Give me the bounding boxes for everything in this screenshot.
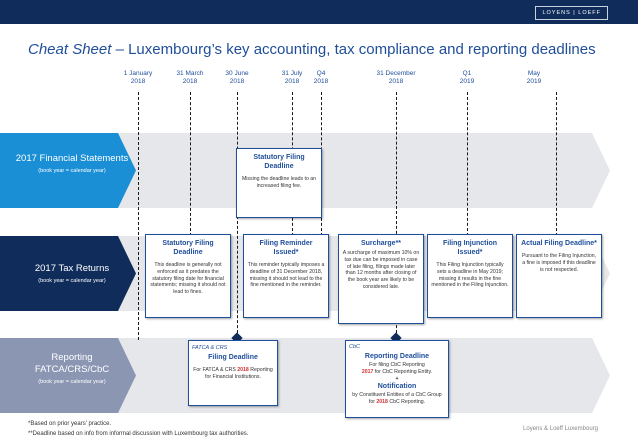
row-subtitle: (book year = calendar year): [38, 168, 106, 174]
card-body: Missing the deadline leads to an increas…: [241, 176, 317, 189]
footnote-tax-authorities: **Deadline based on info from informal d…: [28, 431, 249, 437]
card-body-text: For FATCA & CRS: [193, 367, 238, 373]
page-title-rest: – Luxembourg’s key accounting, tax compl…: [111, 41, 596, 58]
date-line1: May: [527, 70, 541, 77]
footer-company: Loyens & Loeff Luxembourg: [523, 426, 598, 432]
top-bar: LOYENS | LOEFF: [0, 0, 638, 24]
card-tax-filing-reminder: Filing Reminder Issued* This reminder ty…: [243, 234, 329, 318]
row-reporting: Reporting FATCA/CRS/CbC (book year = cal…: [0, 338, 610, 413]
row-title: 2017 Financial Statements: [15, 153, 129, 164]
card-body: For FATCA & CRS 2018 Reporting for Finan…: [192, 367, 274, 381]
page-title: Cheat Sheet – Luxembourg’s key accountin…: [28, 41, 596, 58]
row-label: Reporting FATCA/CRS/CbC (book year = cal…: [12, 352, 132, 385]
timeline-line: [556, 92, 557, 236]
page-title-italic: Cheat Sheet: [28, 41, 112, 58]
date-line2: 2018: [388, 78, 404, 85]
date-line1: 31 December: [376, 70, 416, 77]
date-line2: 2018: [229, 78, 245, 85]
card-body: This Filing Injunction typically sets a …: [431, 262, 509, 289]
card-title-2: Notification: [377, 383, 417, 391]
footnote-practice: *Based on prior years' practice.: [28, 421, 112, 427]
company-logo: LOYENS | LOEFF: [535, 6, 608, 20]
card-plus: +: [395, 375, 399, 382]
card-body-year: 2017: [361, 368, 374, 375]
card-tax-filing-injunction: Filing Injunction Issued* This Filing In…: [427, 234, 513, 318]
row-label: 2017 Financial Statements (book year = c…: [12, 153, 132, 174]
card-title: Filing Deadline: [208, 354, 258, 361]
card-title: Reporting Deadline: [364, 353, 430, 360]
card-tag: CbC: [349, 344, 361, 350]
date-line2: 2018: [284, 78, 300, 85]
card-body-text: by Constituent Entities of a CbC Group f…: [352, 392, 442, 406]
date-line1: Q4: [316, 70, 326, 77]
date-line2: 2018: [313, 78, 329, 85]
card-body: For filing CbC Reporting 2017 for CbC Re…: [349, 362, 445, 382]
card-body-year: 2018: [237, 367, 249, 373]
date-line1: Q1: [462, 70, 472, 77]
timeline-line: [396, 92, 397, 338]
card-body-year: 2018: [376, 399, 388, 406]
card-title: Actual Filing Deadline*: [521, 240, 597, 247]
card-body: by Constituent Entities of a CbC Group f…: [349, 392, 445, 406]
card-title: Surcharge**: [360, 240, 402, 247]
date-line1: 1 January: [123, 70, 153, 77]
date-line1: 31 March: [176, 70, 204, 77]
timeline-line: [190, 92, 191, 236]
date-line2: 2019: [526, 78, 542, 85]
row-subtitle: (book year = calendar year): [38, 379, 106, 385]
card-body: This deadline is generally not enforced …: [150, 262, 226, 296]
row-title: 2017 Tax Returns: [34, 263, 110, 274]
date-line2: 2018: [130, 78, 146, 85]
date-line1: 31 July: [281, 70, 303, 77]
card-tax-actual-filing: Actual Filing Deadline* Pursuant to the …: [516, 234, 602, 318]
card-body-text: Reporting for Financial Institutions.: [205, 367, 273, 380]
card-body-text: CbC Reporting.: [387, 399, 426, 406]
card-body-text: for CbC Reporting Entity.: [373, 368, 433, 375]
card-body-line: 2017 for CbC Reporting Entity.: [349, 369, 445, 376]
date-line1: 30 June: [225, 70, 249, 77]
timeline-line: [138, 92, 139, 340]
card-title: Filing Reminder Issued*: [259, 240, 313, 256]
row-subtitle: (book year = calendar year): [38, 278, 106, 284]
date-line2: 2018: [182, 78, 198, 85]
card-title: Statutory Filing Deadline: [253, 154, 305, 170]
card-title: Statutory Filing Deadline: [162, 240, 214, 256]
card-body: A surcharge of maximum 10% on tax due ca…: [342, 250, 420, 290]
card-title: Filing Injunction Issued*: [442, 240, 498, 256]
card-fs-statutory-filing: Statutory Filing Deadline Missing the de…: [236, 148, 322, 218]
card-body: Pursuant to the Filing Injunction, a fin…: [521, 253, 597, 273]
card-tax-statutory-filing: Statutory Filing Deadline This deadline …: [145, 234, 231, 318]
card-tax-surcharge: Surcharge** A surcharge of maximum 10% o…: [338, 234, 424, 324]
row-financial-statements: 2017 Financial Statements (book year = c…: [0, 133, 610, 208]
row-title: Reporting FATCA/CRS/CbC: [34, 352, 110, 375]
card-cbc: CbC Reporting Deadline For filing CbC Re…: [345, 340, 449, 418]
card-fatca-crs: FATCA & CRS Filing Deadline For FATCA & …: [188, 340, 278, 406]
card-body-line: For filing CbC Reporting: [369, 362, 425, 368]
card-tag: FATCA & CRS: [192, 345, 228, 351]
row-label: 2017 Tax Returns (book year = calendar y…: [12, 263, 132, 284]
date-line2: 2019: [459, 78, 475, 85]
timeline-line: [467, 92, 468, 236]
card-body: This reminder typically imposes a deadli…: [247, 262, 325, 289]
